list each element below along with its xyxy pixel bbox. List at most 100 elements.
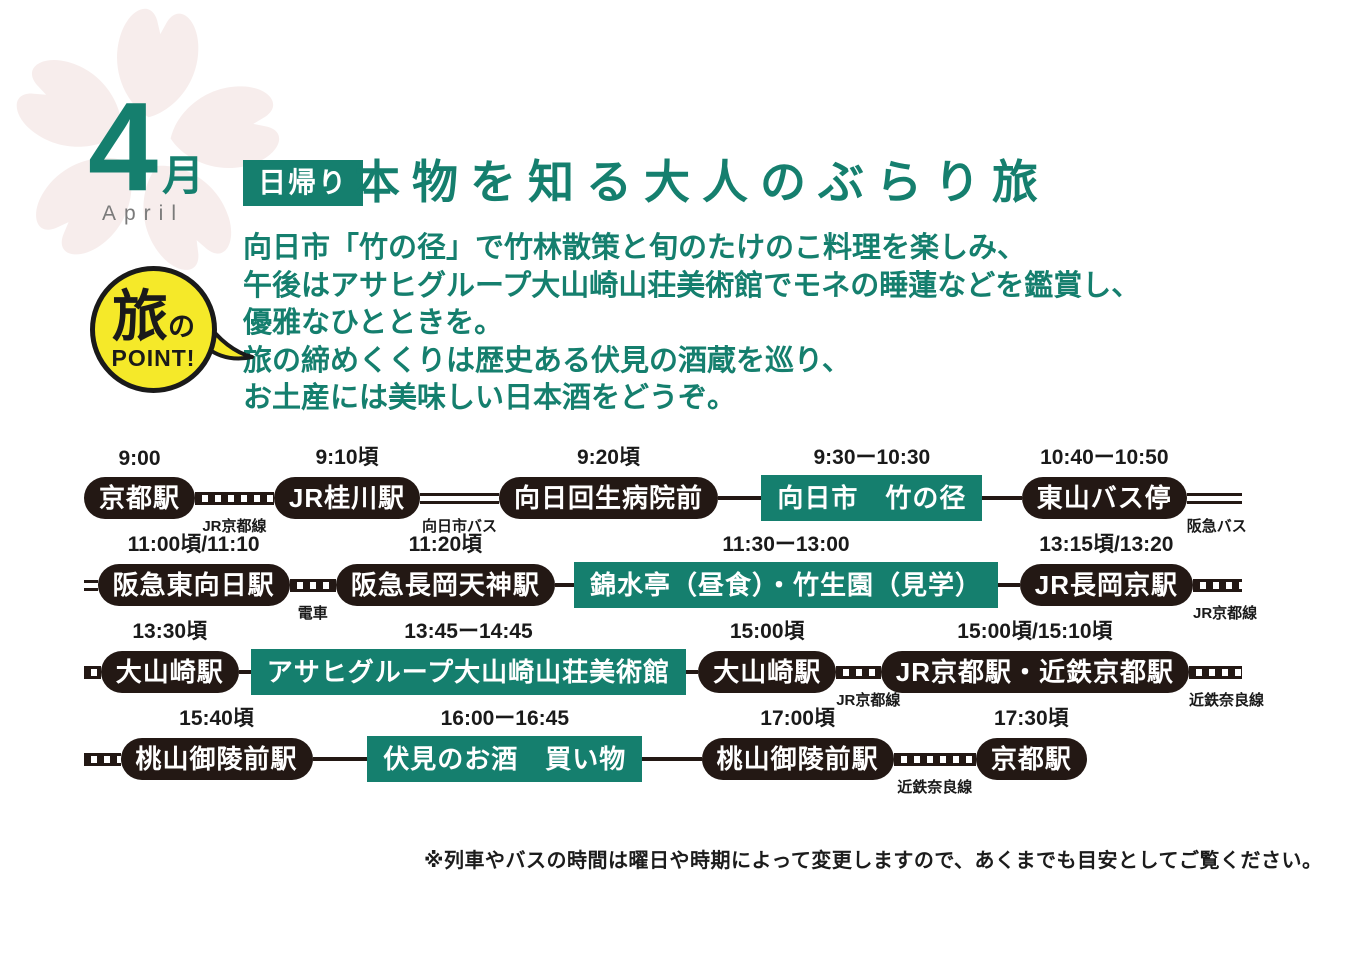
station-pill: 9:00 京都駅 xyxy=(84,447,196,534)
point-bubble-line1: 旅 の xyxy=(112,289,195,345)
rail-connector-edge xyxy=(84,708,121,795)
station-pill: 11:20頃 阪急長岡天神駅 xyxy=(335,533,555,621)
walk-line-icon xyxy=(717,496,762,500)
walk-line-icon xyxy=(642,757,702,761)
spot-label: アサヒグループ大山崎山荘美術館 xyxy=(250,649,687,695)
station-pill: 17:00頃 桃山御陵前駅 xyxy=(701,707,894,795)
station-time: 15:00頃 xyxy=(729,620,805,643)
bus-line-icon xyxy=(1186,492,1242,504)
spot-box: 9:30ー10:30 向日市 竹の径 xyxy=(761,446,983,534)
spot-label: 伏見のお酒 買い物 xyxy=(367,736,643,782)
timeline-row-3: 13:30頃 大山崎駅 13:45ー14:45 アサヒグループ大山崎山荘美術館 xyxy=(84,620,1265,709)
rail-name-label: 電車 xyxy=(297,605,328,622)
rail-line-icon xyxy=(195,491,274,505)
spot-box: 13:45ー14:45 アサヒグループ大山崎山荘美術館 xyxy=(250,620,687,708)
point-word-point: POINT! xyxy=(111,345,196,371)
point-bubble: 旅 の POINT! xyxy=(90,266,217,393)
station-pill: 15:00頃 大山崎駅 xyxy=(698,620,837,708)
timeline-row-4: 15:40頃 桃山御陵前駅 16:00ー16:45 伏見のお酒 買い物 17:0 xyxy=(84,707,1242,796)
rail-line-icon xyxy=(289,578,336,592)
bus-line-icon xyxy=(84,579,98,591)
walk-connector xyxy=(238,621,251,708)
station-pill: 10:40ー10:50 東山バス停 xyxy=(1021,446,1187,534)
spot-time: 16:00ー16:45 xyxy=(440,707,570,730)
rail-name-label: JR京都線 xyxy=(836,692,901,709)
spot-box: 16:00ー16:45 伏見のお酒 買い物 xyxy=(367,707,643,795)
station-pill: 15:00頃/15:10頃 JR京都駅・近鉄京都駅 xyxy=(880,620,1190,708)
description-line: 向日市「竹の径」で竹林散策と旬のたけのこ料理を楽しみ、 xyxy=(243,232,1027,264)
timeline: 9:00 京都駅 JR京都線 9:10頃 JR桂川駅 向日市バス 9:20頃 xyxy=(84,446,1265,796)
timeline-row-1: 9:00 京都駅 JR京都線 9:10頃 JR桂川駅 向日市バス 9:20頃 xyxy=(84,446,1247,534)
walk-connector xyxy=(312,708,368,795)
station-pill: 15:40頃 桃山御陵前駅 xyxy=(120,707,313,795)
station-time: 17:30頃 xyxy=(993,707,1069,730)
rail-line-icon xyxy=(836,665,881,679)
walk-line-icon xyxy=(238,670,251,674)
timeline-row-2: 11:00頃/11:10 阪急東向日駅 電車 11:20頃 阪急長岡天神駅 11… xyxy=(84,533,1258,622)
station-time: 10:40ー10:50 xyxy=(1040,446,1169,469)
station-label: 京都駅 xyxy=(975,738,1087,780)
station-time: 13:30頃 xyxy=(132,620,208,643)
bus-connector-edge xyxy=(84,534,98,621)
rail-connector: 電車 xyxy=(289,534,336,622)
station-label: 東山バス停 xyxy=(1021,477,1187,519)
daytrip-badge: 日帰り xyxy=(243,160,364,206)
station-label: 阪急東向日駅 xyxy=(97,564,290,606)
station-label: JR桂川駅 xyxy=(273,477,421,519)
month-number: 4 xyxy=(88,76,159,217)
rail-name-label: JR京都線 xyxy=(202,518,267,535)
station-label: 桃山御陵前駅 xyxy=(120,738,313,780)
station-pill: 13:15頃/13:20 JR長岡京駅 xyxy=(1019,533,1193,621)
station-pill: 9:20頃 向日回生病院前 xyxy=(498,446,718,534)
point-particle: の xyxy=(168,312,195,342)
rail-connector: 近鉄奈良線 xyxy=(893,708,976,796)
rail-connector-edge: JR京都線 xyxy=(1193,534,1258,622)
walk-connector xyxy=(642,708,702,795)
walk-line-icon xyxy=(686,670,699,674)
month-block: 4 月 xyxy=(88,84,204,210)
spot-time: 11:30ー13:00 xyxy=(722,533,850,556)
walk-line-icon xyxy=(312,757,368,761)
point-word-travel: 旅 xyxy=(112,285,168,348)
month-name-en: April xyxy=(102,202,185,225)
station-label: JR京都駅・近鉄京都駅 xyxy=(880,651,1190,693)
walk-connector xyxy=(554,534,574,621)
description-line: お土産には美味しい日本酒をどうぞ。 xyxy=(243,382,737,414)
station-label: JR長岡京駅 xyxy=(1019,564,1193,606)
station-time: 11:20頃 xyxy=(408,533,483,556)
walk-line-icon xyxy=(997,583,1020,587)
walk-connector xyxy=(997,534,1020,621)
rail-connector-edge: 近鉄奈良線 xyxy=(1189,621,1265,709)
description-line: 午後はアサヒグループ大山崎山荘美術館でモネの睡蓮などを鑑賞し、 xyxy=(243,269,1141,302)
spot-label: 錦水亭（昼食）・竹生園（見学） xyxy=(573,562,998,608)
station-time: 9:00 xyxy=(118,447,161,470)
rail-name-label: JR京都線 xyxy=(1193,605,1258,622)
rail-line-icon xyxy=(1189,665,1242,679)
footnote: ※列車やバスの時間は曜日や時期によって変更しますので、あくまでも目安としてご覧く… xyxy=(424,850,1323,872)
station-label: 大山崎駅 xyxy=(698,651,837,693)
station-pill: 17:30頃 京都駅 xyxy=(975,707,1087,795)
station-label: 向日回生病院前 xyxy=(498,477,718,519)
station-pill: 11:00頃/11:10 阪急東向日駅 xyxy=(97,533,290,621)
walk-line-icon xyxy=(982,496,1022,500)
rail-connector: JR京都線 xyxy=(195,447,274,534)
rail-name-label: 近鉄奈良線 xyxy=(897,779,973,796)
bus-connector: 向日市バス xyxy=(420,447,499,534)
rail-line-icon xyxy=(84,752,121,766)
rail-connector: JR京都線 xyxy=(836,621,901,709)
station-label: 京都駅 xyxy=(84,477,196,519)
rail-name-label: 向日市バス xyxy=(422,518,498,535)
rail-line-icon xyxy=(893,752,976,766)
station-time: 17:00頃 xyxy=(760,707,835,730)
bus-line-icon xyxy=(420,492,499,504)
spot-time: 9:30ー10:30 xyxy=(813,446,931,469)
rail-line-icon xyxy=(84,665,101,679)
spot-box: 11:30ー13:00 錦水亭（昼食）・竹生園（見学） xyxy=(573,533,998,621)
station-time: 11:00頃/11:10 xyxy=(127,533,260,556)
station-label: 大山崎駅 xyxy=(100,651,239,693)
rail-name-label: 近鉄奈良線 xyxy=(1189,692,1265,709)
sakura-icon xyxy=(7,8,283,280)
station-time: 15:40頃 xyxy=(179,707,254,730)
row-end-spacer xyxy=(1087,708,1242,795)
